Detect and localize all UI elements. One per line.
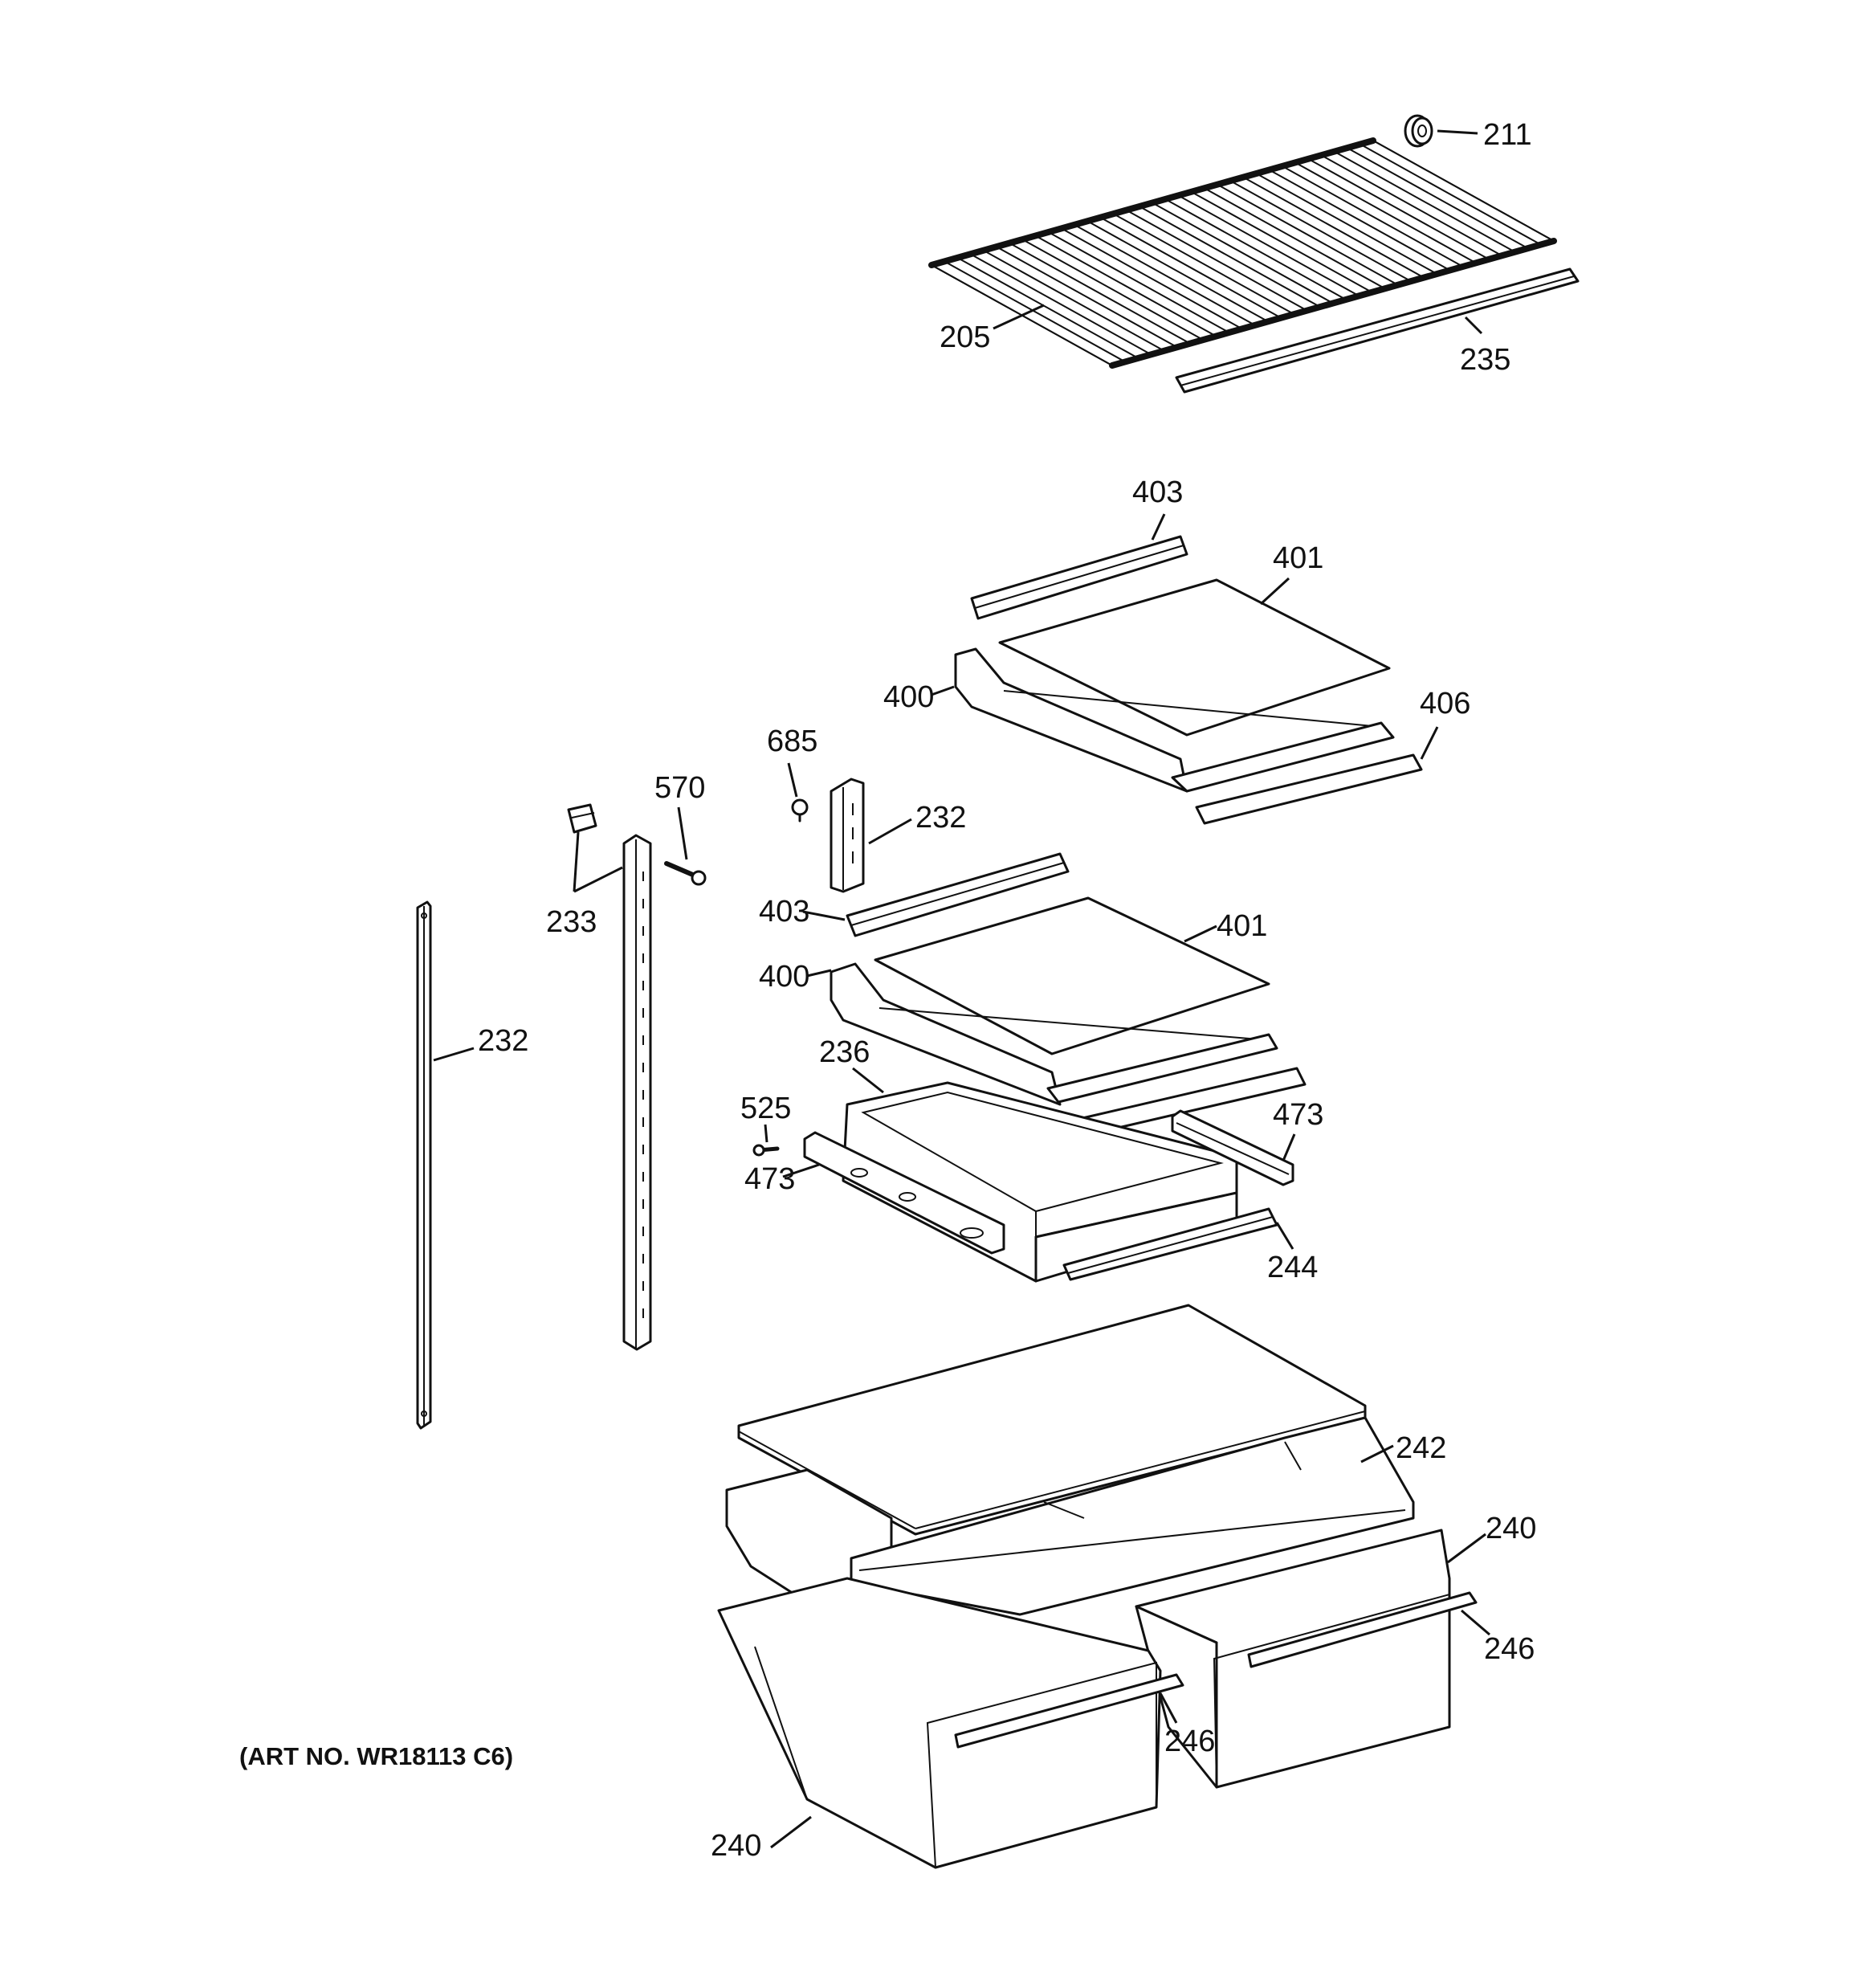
upper-shelf-frame-400 [954, 647, 1395, 793]
callout-406: 406 [1420, 687, 1470, 720]
shelf-wire-rod [1320, 154, 1502, 257]
shelf-wire-rod [996, 246, 1178, 349]
shelf-wire-rod [1034, 235, 1217, 337]
callout-400-lower: 400 [759, 960, 809, 994]
shelf-wires [931, 140, 1555, 366]
callout-240-right: 240 [1486, 1512, 1536, 1545]
shelf-wire-rod [1333, 150, 1515, 253]
support-clip-233 [567, 803, 597, 834]
upper-glass-shelf-401 [998, 578, 1391, 737]
crisper-drawer-240-left [717, 1577, 1162, 1869]
callout-525: 525 [740, 1092, 791, 1125]
callout-473-right: 473 [1273, 1098, 1323, 1132]
shelf-wire-rod [1074, 223, 1256, 326]
callout-244: 244 [1267, 1251, 1318, 1284]
shelf-wire-rod [956, 257, 1139, 359]
wire-shelf-205 [928, 137, 1557, 369]
shelf-wire-rod [1269, 169, 1451, 271]
drawer-handle-246-left [954, 1673, 1184, 1749]
shelf-wire-rod [1360, 143, 1542, 246]
callout-570: 570 [654, 771, 705, 805]
shelf-wire-rod [1372, 140, 1555, 242]
shelf-wire-rod [1294, 161, 1477, 264]
callout-242: 242 [1396, 1431, 1446, 1465]
shelf-wire-rod [1177, 194, 1360, 297]
callout-246-right: 246 [1484, 1632, 1535, 1666]
shelf-wire-rod [1282, 165, 1464, 267]
drawer-handle-246-right [1247, 1591, 1478, 1668]
shelf-wire-rod [1021, 239, 1204, 341]
shelf-wire-rod [1139, 206, 1321, 308]
callout-211: 211 [1483, 118, 1532, 152]
screw-685 [791, 798, 809, 823]
shelf-wire-rod [1112, 213, 1294, 316]
shelf-wire-rod [1061, 227, 1243, 330]
shelf-bumper-211 [1404, 114, 1433, 148]
shelf-wire-rod [1347, 147, 1529, 249]
shelf-wire-rod [1217, 183, 1399, 286]
slide-rail-473-right [1171, 1109, 1294, 1186]
callout-685: 685 [767, 725, 817, 758]
lower-shelf-frame-400 [830, 962, 1278, 1106]
screw-570 [664, 861, 707, 886]
shelf-wire-rod [1126, 209, 1308, 312]
callout-403-upper: 403 [1132, 476, 1183, 509]
callout-240-left: 240 [711, 1829, 761, 1863]
art-number: (ART NO. WR18113 C6) [239, 1742, 513, 1770]
upper-shelf-rear-trim-403 [970, 535, 1188, 620]
callout-232-left: 232 [478, 1024, 528, 1058]
slide-rail-473-left [803, 1131, 1005, 1255]
shelf-wire-rod [1099, 216, 1282, 319]
callout-236: 236 [819, 1035, 870, 1069]
callout-400-upper: 400 [883, 680, 934, 714]
callout-401-lower: 401 [1217, 909, 1267, 943]
callout-403-lower: 403 [759, 895, 809, 929]
shelf-wire-rod [1204, 187, 1386, 290]
shelf-wire-rod [1009, 242, 1191, 345]
shelf-wire-rod [1191, 190, 1373, 293]
shelf-front-trim-406 [1195, 753, 1423, 825]
callout-235: 235 [1460, 343, 1510, 377]
shelf-wire-rod [983, 249, 1165, 352]
shelf-wire-rod [1048, 231, 1230, 333]
shelf-wire-rod [944, 260, 1126, 363]
shelf-wire-rod [1255, 173, 1437, 275]
callout-473-left: 473 [744, 1162, 795, 1196]
callout-205: 205 [940, 320, 990, 354]
shelf-support-232-short [830, 778, 865, 893]
shelf-wire-rod [1229, 180, 1412, 283]
callout-233: 233 [546, 905, 597, 939]
pan-front-trim-244 [1062, 1207, 1278, 1281]
shelf-wire-rod [970, 253, 1152, 356]
shelf-trim-235 [1175, 267, 1580, 394]
callout-401-upper: 401 [1273, 541, 1323, 575]
shelf-wire-rod [1242, 176, 1425, 279]
shelf-support-232-left [416, 900, 432, 1430]
callout-232-upper: 232 [915, 801, 966, 835]
callout-246-left: 246 [1164, 1725, 1215, 1758]
shelf-wire-rod [1086, 220, 1269, 323]
shelf-wire-rod [1307, 157, 1490, 260]
shelf-support-232-long [622, 834, 652, 1351]
lower-shelf-rear-trim-403 [846, 852, 1070, 937]
shelf-wire-rod [1152, 202, 1334, 304]
shelf-wire-rod [1164, 198, 1347, 300]
lower-glass-shelf-401 [874, 896, 1270, 1055]
screw-525 [752, 1144, 780, 1157]
